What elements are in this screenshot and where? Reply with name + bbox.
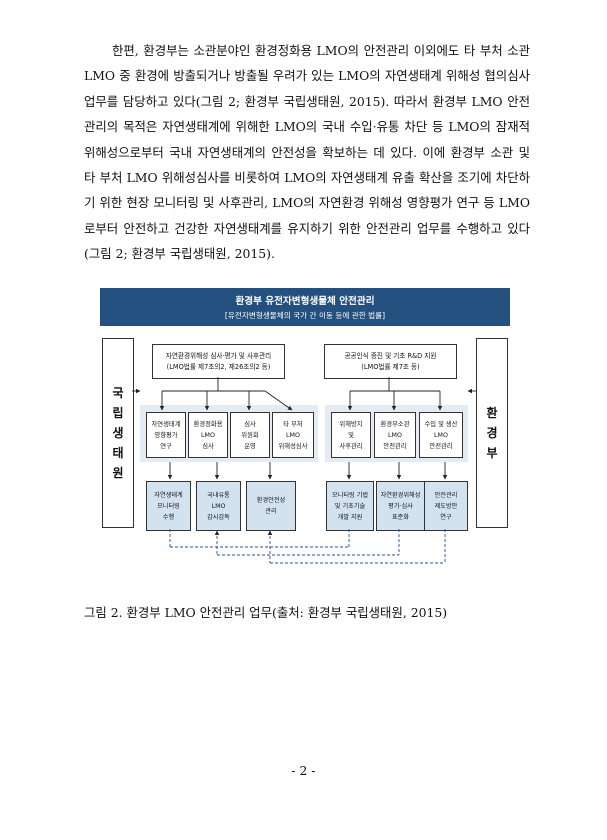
diagram-connectors	[132, 377, 476, 564]
box-prevention-aftercare: 위해방지 및 사후관리	[331, 412, 371, 458]
box-moe-lmo-safety: 환경부소관 LMO 안전관리	[374, 412, 416, 458]
box-remediation-lmo-review: 환경정화용 LMO 심사	[188, 412, 228, 458]
side-label-nie: 국 립 생 태 원	[102, 338, 134, 528]
page-number: - 2 -	[291, 763, 316, 778]
diagram-subtitle: [유전자변형생물체의 국가 간 이동 등에 관한 법률]	[224, 311, 386, 320]
box-ecosystem-monitoring: 자연생태계 모니터링 수행	[146, 481, 191, 531]
connector-lines	[132, 377, 476, 480]
box-other-ministry-review: 타 부처 LMO 위해성심사	[272, 412, 314, 458]
figure-caption: 그림 2. 환경부 LMO 안전관리 업무(출처: 환경부 국립생태원, 201…	[84, 605, 448, 620]
box-assessment-standardization: 자연환경위해성 평가·심사 표준화	[376, 481, 425, 531]
left-top-box: 자연환경위해성 심사·평가 및 사후관리 (LMO법률 제7조의2, 제26조의…	[152, 344, 285, 379]
box-monitoring-technique-support: 모니터링 기법 및 기초기술 개발 지원	[326, 481, 374, 531]
box-environmental-safety: 환경안전성 관리	[246, 481, 296, 531]
right-top-box: 공공인식 증진 및 기초 R&D 지원 (LMO법률 제7조 등)	[324, 344, 457, 379]
lmo-safety-diagram: 환경부 유전자변형생물체 안전관리 [유전자변형생물체의 국가 간 이동 등에 …	[100, 288, 510, 580]
box-ecosystem-impact-research: 자연생태계 영향평가 연구	[146, 412, 186, 458]
dashed-connectors	[169, 529, 446, 564]
box-policy-research: 안전관리 제도방안 연구	[424, 481, 468, 531]
box-review-committee: 심사 위원회 운영	[230, 412, 270, 458]
body-paragraph: 한편, 환경부는 소관분야인 환경정화용 LMO의 안전관리 이외에도 타 부처…	[84, 43, 530, 262]
side-label-moe: 환 경 부	[476, 338, 508, 528]
diagram-title: 환경부 유전자변형생물체 안전관리	[235, 296, 375, 307]
box-domestic-distribution-inspection: 국내유통 LMO 감시감독	[196, 481, 241, 531]
box-import-production-safety: 수입 및 생산 LMO 안전관리	[419, 412, 463, 458]
diagram-banner: 환경부 유전자변형생물체 안전관리 [유전자변형생물체의 국가 간 이동 등에 …	[100, 288, 510, 326]
